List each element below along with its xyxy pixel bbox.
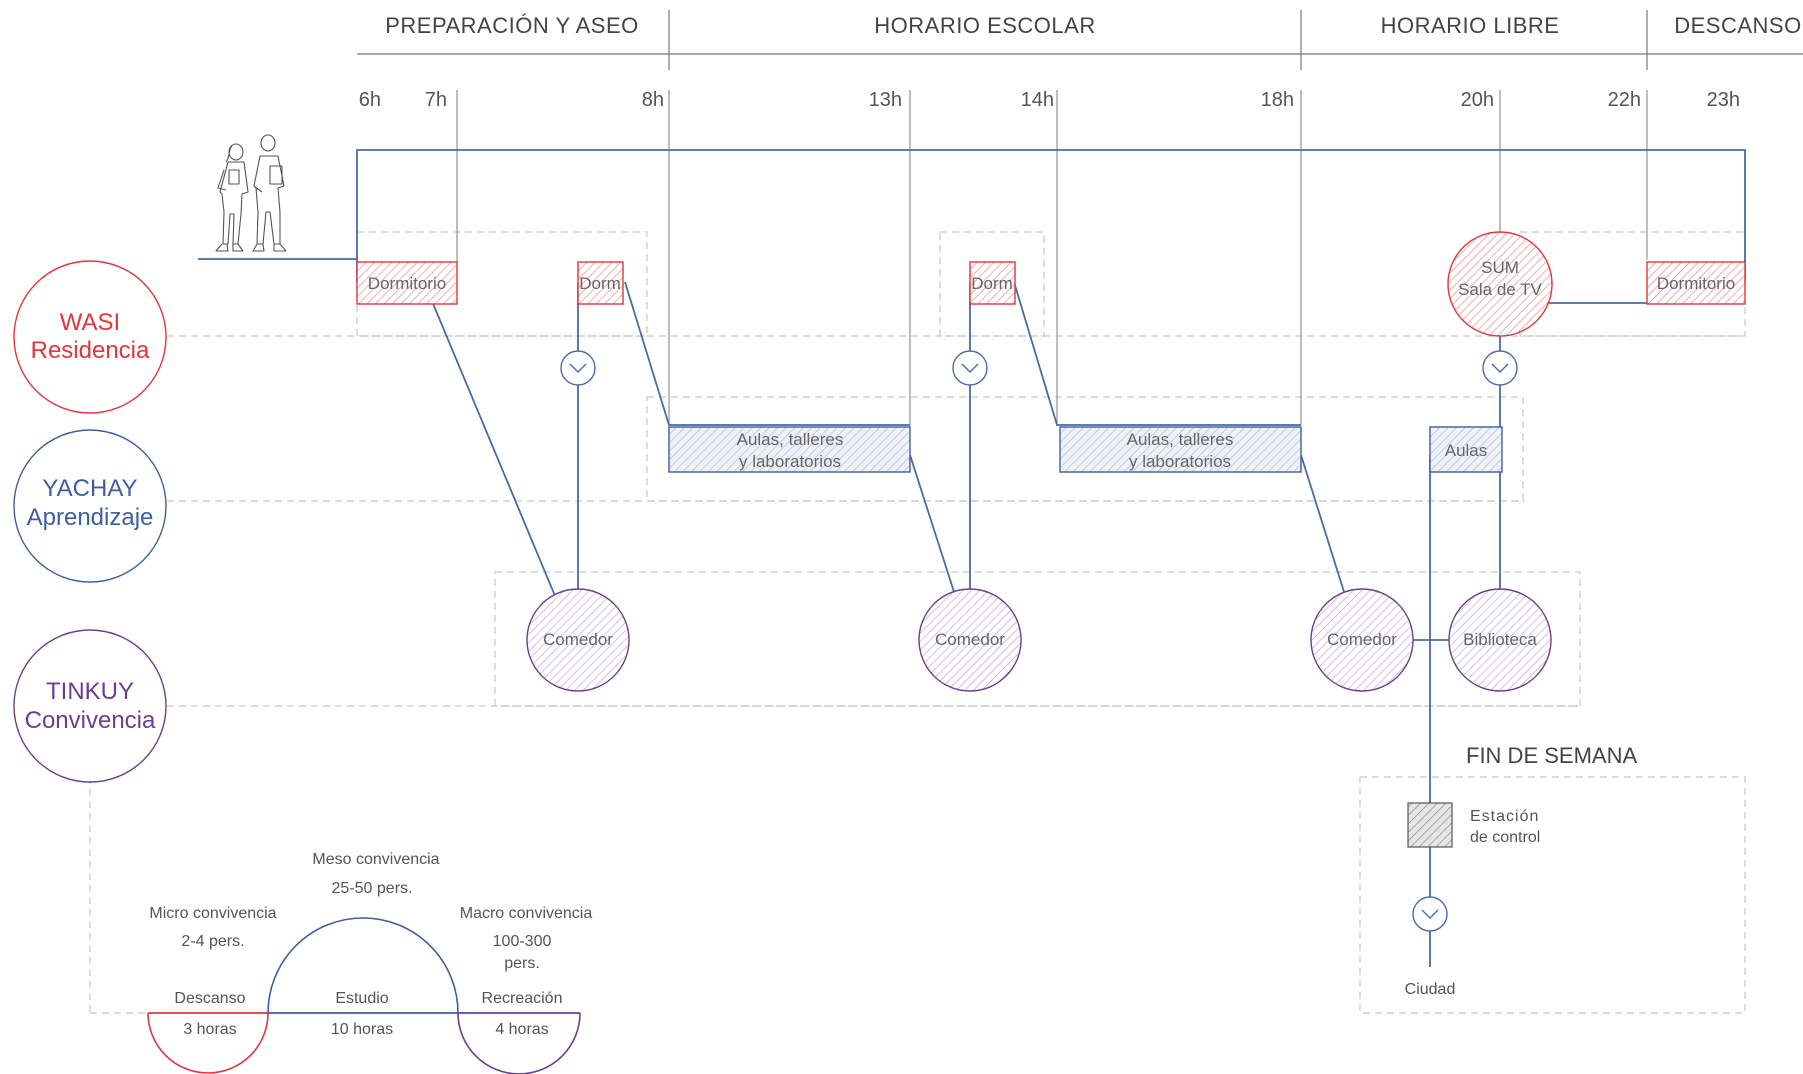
zone-tinkuy: TINKUY Convivencia [13, 629, 167, 783]
svg-text:Sala de TV: Sala de TV [1458, 280, 1542, 299]
hour-label: 20h [1461, 89, 1494, 111]
chevron-down-icon [1412, 896, 1448, 932]
svg-text:y laboratorios: y laboratorios [1129, 452, 1231, 471]
svg-text:Dormitorio: Dormitorio [1657, 274, 1735, 293]
coexistence-circle: Biblioteca [1448, 588, 1552, 692]
legend-macro-people: 100-300 [493, 933, 552, 950]
svg-text:Aulas: Aulas [1445, 441, 1488, 460]
phase-free: HORARIO LIBRE [1381, 13, 1560, 38]
zone-tinkuy-subtitle: Convivencia [25, 707, 156, 734]
phase-rest: DESCANSO [1674, 13, 1801, 38]
svg-text:Aulas, talleres: Aulas, talleres [1127, 430, 1234, 449]
phase-school: HORARIO ESCOLAR [874, 13, 1095, 38]
zone-wasi-title: WASI [60, 309, 120, 336]
student-figure-2 [252, 134, 287, 252]
zone-tinkuy-title: TINKUY [46, 678, 134, 705]
hour-label: 23h [1707, 89, 1740, 111]
students-illustration [215, 134, 287, 252]
weekend-title: FIN DE SEMANA [1466, 743, 1637, 768]
control-station-icon [1407, 802, 1453, 848]
legend-meso-title: Meso convivencia [312, 851, 439, 868]
phase-preparation: PREPARACIÓN Y ASEO [385, 13, 639, 38]
svg-text:Biblioteca: Biblioteca [1463, 630, 1537, 649]
zone-wasi-subtitle: Residencia [31, 337, 150, 364]
legend-macro-people-2: pers. [504, 955, 540, 972]
svg-text:SUM: SUM [1481, 258, 1519, 277]
svg-text:Comedor: Comedor [935, 630, 1005, 649]
legend-rest-duration: 3 horas [183, 1021, 236, 1038]
residence-box: Dormitorio [356, 261, 458, 305]
coexistence-circle: Comedor [1310, 588, 1414, 692]
station-label-2: de control [1470, 829, 1540, 846]
hour-label: 8h [642, 89, 664, 111]
residence-box: Dormitorio [1646, 261, 1746, 305]
legend-study-label: Estudio [335, 990, 388, 1007]
coexistence-circle: Comedor [918, 588, 1022, 692]
hour-label: 13h [869, 89, 902, 111]
city-label: Ciudad [1405, 981, 1456, 998]
legend-micro-people: 2-4 pers. [181, 933, 244, 950]
svg-text:Dorm: Dorm [971, 274, 1013, 293]
legend-recreation-duration: 4 horas [495, 1021, 548, 1038]
svg-text:Aulas, talleres: Aulas, talleres [737, 430, 844, 449]
svg-text:Comedor: Comedor [1327, 630, 1397, 649]
legend-macro-title: Macro convivencia [460, 905, 593, 922]
legend-rest-label: Descanso [174, 990, 245, 1007]
sum-circle: SUM Sala de TV [1447, 231, 1553, 337]
hour-label: 18h [1261, 89, 1294, 111]
hour-label: 7h [425, 89, 447, 111]
phase-header: PREPARACIÓN Y ASEO HORARIO ESCOLAR HORAR… [357, 10, 1803, 70]
hour-labels: 6h 7h 8h 13h 14h 18h 20h 22h 23h [359, 89, 1740, 111]
zone-yachay-subtitle: Aprendizaje [27, 504, 154, 531]
legend-meso-people: 25-50 pers. [332, 880, 413, 897]
coexistence-legend: Micro convivencia 2-4 pers. Meso convive… [147, 851, 593, 1074]
legend-micro-title: Micro convivencia [149, 905, 276, 922]
svg-text:Comedor: Comedor [543, 630, 613, 649]
zone-wasi: WASI Residencia [13, 260, 167, 414]
residence-box: Dorm [577, 261, 624, 305]
chevron-down-icon [952, 350, 988, 386]
chevron-down-icon [560, 350, 596, 386]
hour-label: 22h [1608, 89, 1641, 111]
hour-guides [456, 90, 1648, 425]
residence-box: Dorm [969, 261, 1016, 305]
learning-box: Aulas [1429, 426, 1503, 473]
svg-text:y laboratorios: y laboratorios [739, 452, 841, 471]
coexistence-circle: Comedor [526, 588, 630, 692]
hour-label: 14h [1021, 89, 1054, 111]
hour-label: 6h [359, 89, 381, 111]
legend-recreation-label: Recreación [482, 990, 563, 1007]
svg-text:Dormitorio: Dormitorio [368, 274, 446, 293]
weekend-block: FIN DE SEMANA Estación de control Ciudad [1405, 743, 1638, 998]
student-figure-1 [215, 143, 249, 252]
learning-box: Aulas, talleres y laboratorios [1059, 426, 1302, 473]
zone-yachay-title: YACHAY [42, 475, 137, 502]
station-label: Estación [1470, 808, 1539, 825]
legend-study-duration: 10 horas [331, 1021, 393, 1038]
zone-yachay: YACHAY Aprendizaje [13, 429, 167, 583]
learning-box: Aulas, talleres y laboratorios [668, 426, 911, 473]
svg-text:Dorm: Dorm [579, 274, 621, 293]
chevron-down-icon [1482, 350, 1518, 386]
